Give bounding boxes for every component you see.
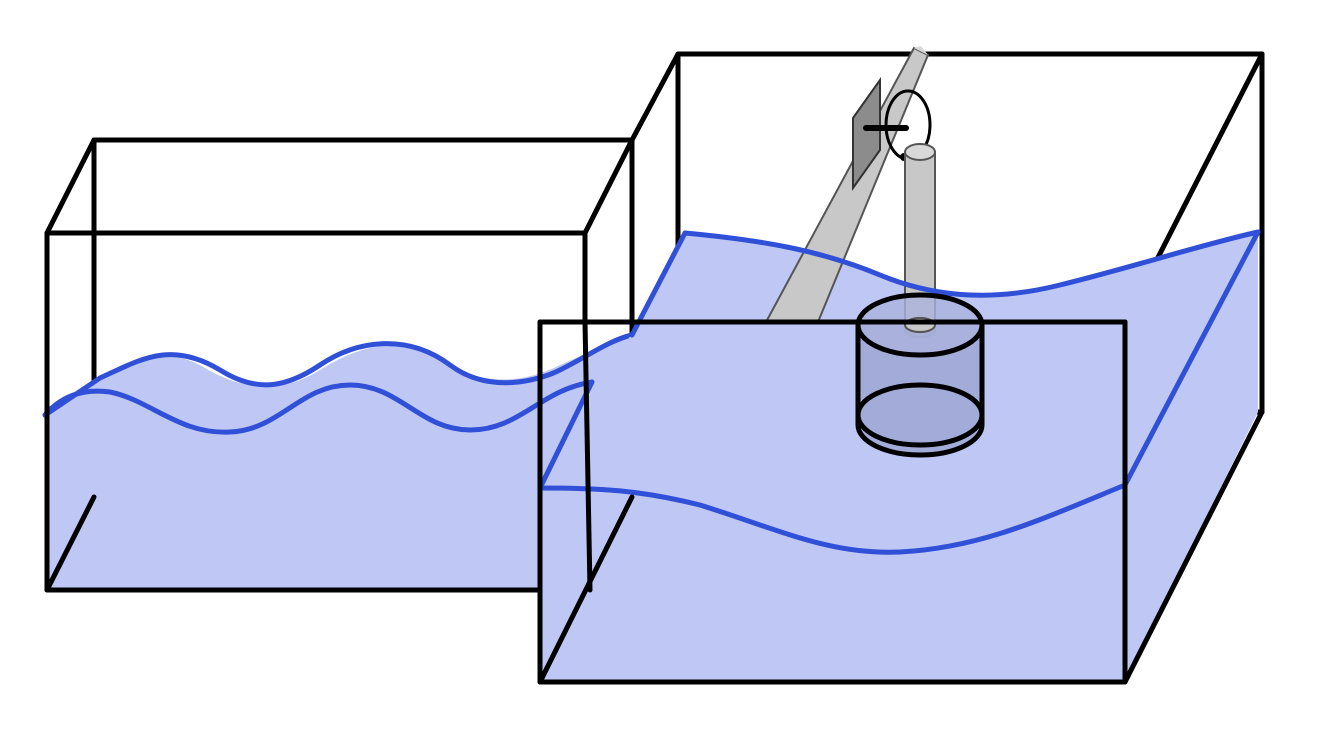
- large-tank-wave-back: [682, 229, 1261, 298]
- large-tank-wave-right-edge: [1122, 229, 1261, 488]
- small-tank: [42, 137, 635, 593]
- small-tank-water: [45, 335, 632, 590]
- small-tank-wave-left-edge: [42, 375, 103, 418]
- drive-plate: [852, 76, 881, 192]
- large-tank: [537, 46, 1265, 685]
- small-tank-wave-front: [42, 379, 595, 435]
- small-tank-wave-back: [97, 332, 635, 388]
- large-tank-wave-front: [537, 482, 1128, 555]
- large-tank-wave-left-edge: [629, 230, 688, 338]
- wave-maker-plunger: [855, 292, 985, 458]
- small-tank-front-frame: [44, 230, 593, 593]
- large-tank-wave-front-left: [537, 379, 595, 491]
- large-tank-front-frame: [537, 319, 1265, 685]
- large-tank-water: [540, 232, 1258, 682]
